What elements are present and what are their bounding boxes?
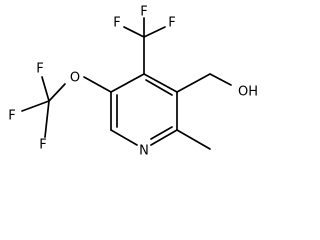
atom-f-ocf3-bottom: F [39, 138, 46, 153]
atom-f-ocf3-left: F [8, 109, 15, 124]
atom-f-cf3-upper: F [140, 5, 147, 20]
atom-f-cf3-right: F [168, 16, 175, 31]
bond-ocf3-f-bottom [44, 100, 50, 138]
molecule-structure: F F F O F F F N OH [8, 5, 258, 159]
bond-ocf3-f-top [41, 76, 50, 102]
bond-c3-ch2 [176, 73, 211, 93]
bond-c2-methyl [176, 129, 211, 150]
bond-cf3-f-right [143, 26, 166, 38]
atom-oh: OH [238, 85, 258, 100]
atom-f-ocf3-top: F [36, 62, 43, 77]
bond-ocf3-f-left [21, 100, 50, 112]
bond-c5-o [83, 76, 112, 93]
atom-n-ring: N [139, 144, 149, 159]
ring-double-bond-c4-c3 [145, 79, 173, 96]
ring-bond-c5-c4 [110, 73, 145, 93]
ring-bond-c2-n [150, 129, 178, 146]
atom-f-cf3-left: F [113, 16, 120, 31]
atom-o-ether: O [70, 71, 80, 86]
ring-double-bond-c2-n [150, 126, 173, 140]
ring-bond-c4-c3 [143, 73, 178, 93]
bond-cf3-f-left [123, 26, 145, 38]
bond-ch2-oh [209, 73, 232, 86]
ring-bond-n-c6 [110, 129, 138, 146]
bond-o-cf3 [48, 83, 66, 102]
